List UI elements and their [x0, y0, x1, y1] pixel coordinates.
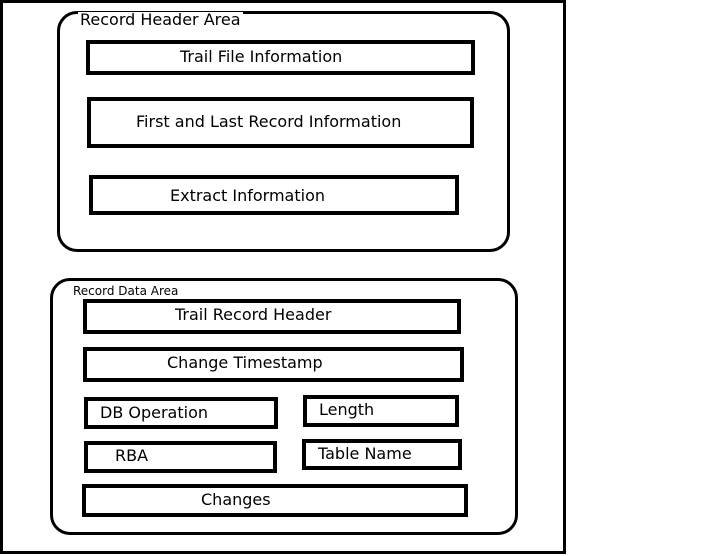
db-operation-label: DB Operation [100, 403, 209, 422]
trail-record-header-box [83, 299, 461, 334]
record-data-area [50, 278, 518, 535]
table-name-box [302, 439, 462, 470]
record-header-area-label: Record Header Area [78, 10, 243, 29]
extract-information-box [89, 175, 459, 215]
changes-label: Changes [201, 490, 271, 509]
length-label: Length [319, 400, 375, 419]
rba-label: RBA [115, 446, 149, 465]
trail-file-information-label: Trail File Information [180, 47, 343, 66]
record-header-area [57, 11, 510, 252]
changes-box [82, 484, 468, 517]
change-timestamp-box [83, 347, 464, 382]
trail-file-information-box [86, 40, 475, 75]
first-and-last-record-information-box [87, 97, 474, 148]
db-operation-box [84, 397, 278, 429]
change-timestamp-label: Change Timestamp [167, 353, 323, 372]
record-data-area-label: Record Data Area [71, 284, 181, 298]
table-name-label: Table Name [318, 444, 412, 463]
extract-information-label: Extract Information [170, 186, 326, 205]
length-box [303, 395, 459, 427]
rba-box [84, 441, 277, 473]
first-and-last-record-information-label: First and Last Record Information [136, 112, 402, 131]
trail-record-header-label: Trail Record Header [175, 305, 332, 324]
diagram-frame [0, 0, 566, 554]
